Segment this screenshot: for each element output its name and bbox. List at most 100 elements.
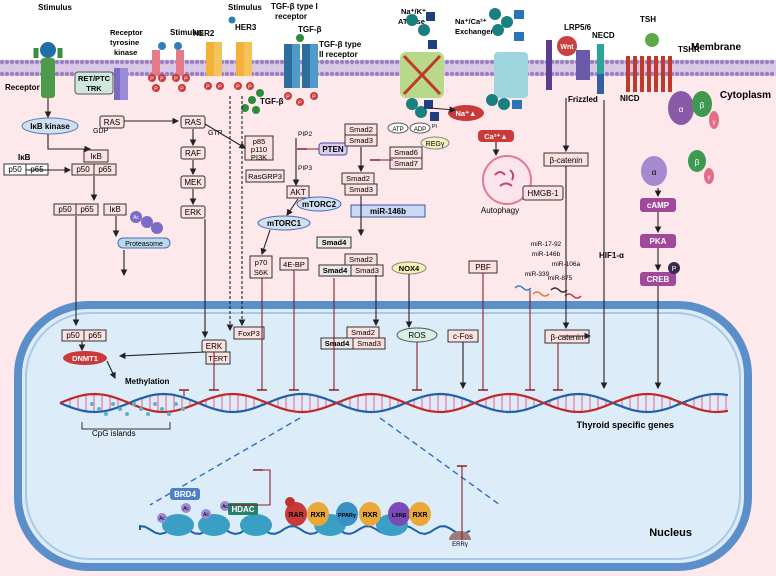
cpg-dot [132,402,136,406]
ras-gtp-node [180,115,206,129]
lipid-head [114,59,120,65]
tgfb-r1-label-2: receptor [275,12,307,21]
lipid-head [674,71,680,77]
lipid-head [254,59,260,65]
lipid-head [69,59,75,65]
receptor-1: Stimulus Receptor [5,3,72,98]
svg-text:NOX4: NOX4 [399,264,420,273]
lipid-head [349,59,355,65]
lipid-head [144,59,150,65]
lipid-head [374,71,380,77]
phosphate-label: P [312,95,316,101]
exchanger-body [494,52,528,98]
wnt-ligand [557,36,577,56]
lipid-head [724,71,730,77]
lipid-head [684,71,690,77]
erry-label: ERRγ [452,542,468,548]
svg-text:GTP: GTP [208,130,223,137]
cpg-dot [125,412,129,416]
lipid-head [54,71,60,77]
svg-text:IκB: IκB [109,205,121,214]
mirna-label: miR-17-92 [531,241,562,248]
na-up-node [448,105,484,121]
ret-label: RET/PTC [78,74,111,83]
lipid-head [224,71,230,77]
svg-text:ERK: ERK [206,342,223,351]
acetyl-icon [157,513,167,523]
her3-label: HER3 [235,23,257,32]
lipid-head [694,71,700,77]
smad-complex-1: Smad4 Smad2 Smad4 Smad3 [316,236,384,277]
dnmt1-node [63,351,107,365]
phosphate-label: P [218,85,222,91]
svg-text:Smad4: Smad4 [325,339,350,348]
phosphate-icon [148,74,156,82]
brd4-label: BRD4 [174,490,196,499]
lipid-head [79,59,85,65]
lipid-head [534,71,540,77]
svg-text:p65: p65 [88,331,102,340]
lipid-head [469,59,475,65]
raf-node [180,146,206,160]
acetyl-label: Ac [159,516,165,522]
lipid-head [454,59,460,65]
svg-text:PIP2: PIP2 [298,131,312,138]
svg-text:p50: p50 [66,331,80,340]
phosphate-icon [310,92,318,100]
lipid-head [124,59,130,65]
lipid-head [529,59,535,65]
creb-phosphate-label: P [672,266,677,273]
receptor-body [41,58,55,98]
phosphate-icon [182,74,190,82]
lipid-head [169,59,175,65]
acetyl-label: Ac [183,506,189,512]
svg-text:p85: p85 [253,137,266,146]
phosphate-label: P [184,77,188,83]
lipid-head [319,59,325,65]
lipid-head [169,71,175,77]
na-ca-exchanger: Na⁺/Ca²⁺ Exchanger [455,8,528,110]
lipid-head [0,59,5,65]
svg-text:Smad2: Smad2 [351,328,375,337]
svg-text:Smad4: Smad4 [323,266,348,275]
lipid-head [119,59,125,65]
lipid-head [489,71,495,77]
lipid-head [129,71,135,77]
lipid-head [29,71,35,77]
tsh-ligand [645,33,659,47]
cpg-dot [118,407,122,411]
phosphate-label: P [298,101,302,107]
rxr-3-node [409,502,431,526]
lipid-head [754,71,760,77]
lipid-head [559,59,565,65]
tgfb-r1-label-1: TGF-β type I [271,2,318,11]
acetyl-label: Ac [222,504,228,510]
arrow-mtorc1-s6k [260,229,271,256]
lipid-head [714,59,720,65]
rxr-1-node [307,502,329,526]
tgfb-receptors: TGF-β type I receptor TGF-β TGF-β type I… [271,2,362,88]
lipid-head [139,71,145,77]
lipid-head [9,71,15,77]
lipid-head [19,71,25,77]
cpg-dot [174,402,178,406]
svg-text:p50: p50 [58,205,72,214]
svg-text:ADP: ADP [414,127,426,133]
lipid-head [559,71,565,77]
camp-node-label: cAMP [647,201,670,210]
lipid-head [769,59,775,65]
exchanger-label-2: Exchanger [455,27,493,36]
lipid-head [759,71,765,77]
lipid-head [104,59,110,65]
dnmt1-label: DNMT1 [72,354,98,363]
receptor-label: Receptor [5,83,40,92]
lipid-head [134,59,140,65]
phosphate-icon [284,92,292,100]
lipid-head [24,59,30,65]
lipid-head [469,71,475,77]
svg-text:HMGB-1: HMGB-1 [527,189,559,198]
lipid-head [134,71,140,77]
lipid-head [479,71,485,77]
